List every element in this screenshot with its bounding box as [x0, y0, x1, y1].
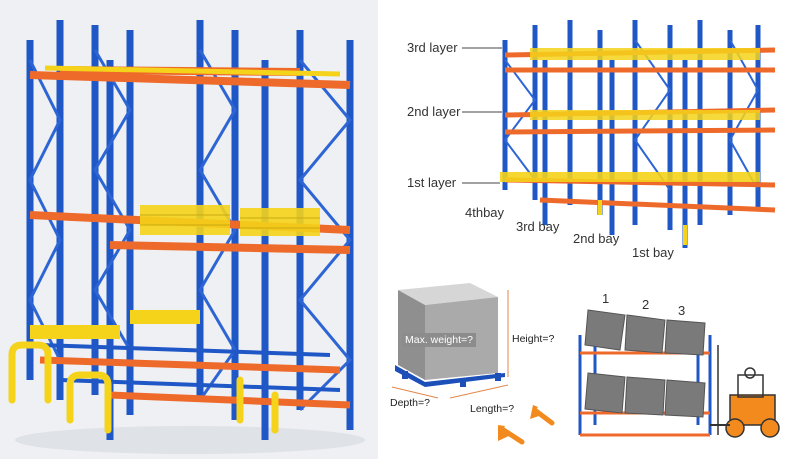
- position-1-label: 1: [602, 291, 610, 306]
- bay-3-label: 3rd bay: [516, 219, 560, 234]
- pallet-box-illustration: [391, 283, 555, 445]
- height-label: Height=?: [512, 333, 555, 345]
- layer-2-label: 2nd layer: [407, 104, 461, 119]
- bay-4-label: 4thbay: [465, 205, 505, 220]
- pushback-rack-illustration: [8, 20, 365, 454]
- position-2-label: 2: [642, 297, 650, 312]
- depth-label: Depth=?: [390, 397, 430, 409]
- position-3-label: 3: [678, 303, 686, 318]
- pallet-load-dimensions: Max. weight=? Height=? Depth=? Length=?: [380, 265, 570, 459]
- forklift-rack-illustration: [578, 309, 780, 438]
- bay-2-label: 2nd bay: [573, 231, 620, 246]
- rack-render-panel: [0, 0, 378, 459]
- max-weight-label: Max. weight=?: [402, 333, 476, 347]
- layer-3-label: 3rd layer: [407, 40, 458, 55]
- rack-layers-illustration: [462, 20, 776, 248]
- bay-1-label: 1st bay: [632, 245, 674, 260]
- layer-bay-diagram: 3rd layer 2nd layer 1st layer 4thbay 3rd…: [380, 0, 800, 265]
- layer-1-label: 1st layer: [407, 175, 457, 190]
- forklift-loading-diagram: 1 2 3: [570, 265, 800, 459]
- length-label: Length=?: [470, 403, 515, 415]
